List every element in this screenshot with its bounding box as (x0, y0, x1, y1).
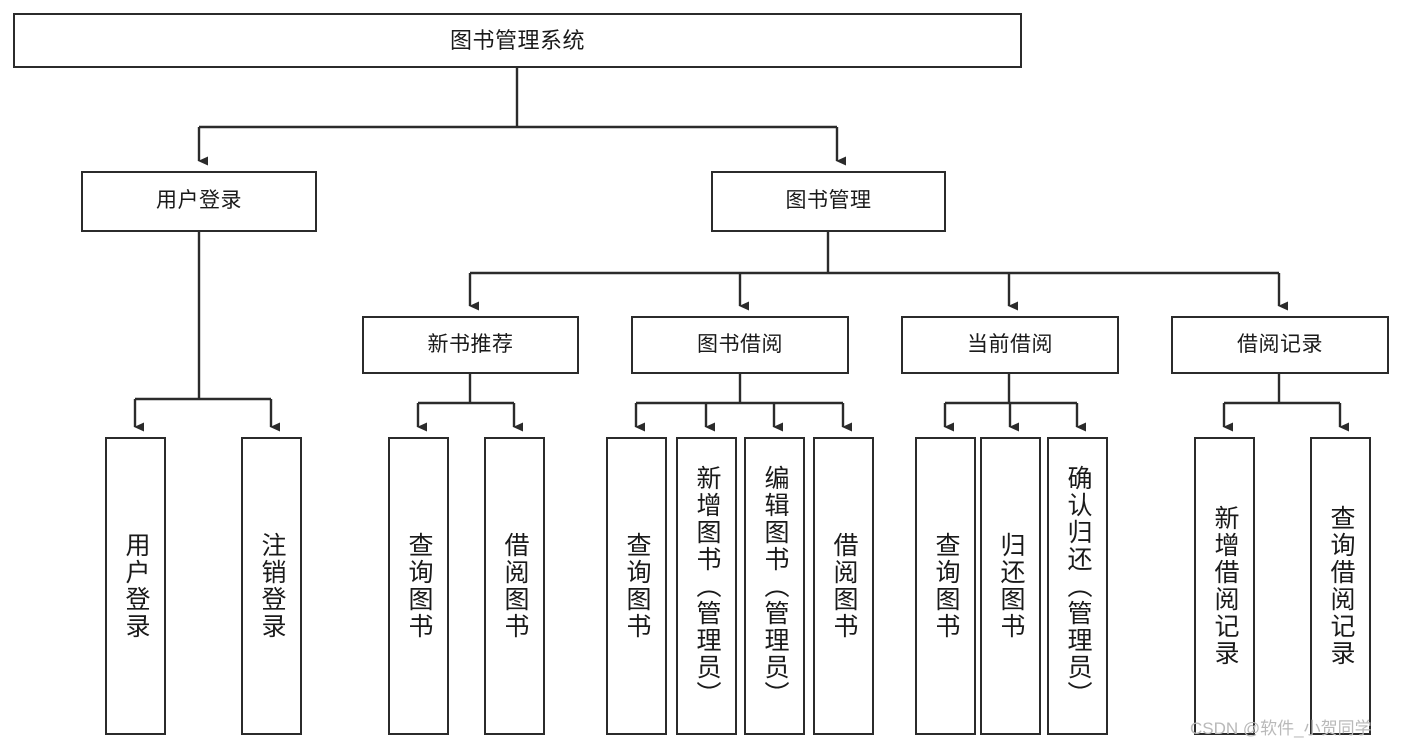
node-leaf-query-book-3-label: 查询图书 (932, 532, 960, 640)
node-leaf-borrow-book-2[interactable]: 借阅图书 (813, 437, 874, 735)
node-leaf-return-book-label: 归还图书 (997, 532, 1025, 640)
node-borrow-record-label: 借阅记录 (1237, 332, 1323, 356)
node-current-borrow-label: 当前借阅 (967, 332, 1053, 356)
node-book-borrow[interactable]: 图书借阅 (631, 316, 849, 374)
node-book-borrow-label: 图书借阅 (697, 332, 783, 356)
node-leaf-borrow-book-2-label: 借阅图书 (830, 532, 858, 640)
node-root-system-label: 图书管理系统 (449, 27, 585, 53)
node-leaf-query-book-2-label: 查询图书 (623, 532, 651, 640)
node-leaf-add-book[interactable]: 新增图书（管理员） (676, 437, 737, 735)
node-leaf-confirm-return[interactable]: 确认归还（管理员） (1047, 437, 1108, 735)
node-root-system[interactable]: 图书管理系统 (13, 13, 1022, 68)
node-leaf-add-book-label: 新增图书（管理员） (693, 464, 721, 708)
node-leaf-user-login[interactable]: 用户登录 (105, 437, 166, 735)
node-borrow-record[interactable]: 借阅记录 (1171, 316, 1389, 374)
node-leaf-query-record[interactable]: 查询借阅记录 (1310, 437, 1371, 735)
node-user-login-label: 用户登录 (156, 189, 242, 213)
node-leaf-query-book-1-label: 查询图书 (405, 532, 433, 640)
node-leaf-return-book[interactable]: 归还图书 (980, 437, 1041, 735)
node-leaf-logout[interactable]: 注销登录 (241, 437, 302, 735)
node-leaf-add-record-label: 新增借阅记录 (1211, 505, 1239, 667)
csdn-watermark: CSDN @软件_小贺同学 (1190, 719, 1372, 738)
node-leaf-user-login-label: 用户登录 (122, 532, 150, 640)
node-leaf-borrow-book-1[interactable]: 借阅图书 (484, 437, 545, 735)
node-leaf-query-book-1[interactable]: 查询图书 (388, 437, 449, 735)
node-current-borrow[interactable]: 当前借阅 (901, 316, 1119, 374)
node-book-manage[interactable]: 图书管理 (711, 171, 946, 232)
node-leaf-query-book-2[interactable]: 查询图书 (606, 437, 667, 735)
node-new-book-recommend[interactable]: 新书推荐 (362, 316, 579, 374)
node-leaf-query-record-label: 查询借阅记录 (1327, 505, 1355, 667)
node-leaf-borrow-book-1-label: 借阅图书 (501, 532, 529, 640)
node-leaf-confirm-return-label: 确认归还（管理员） (1064, 464, 1092, 708)
node-book-manage-label: 图书管理 (785, 189, 872, 213)
node-user-login[interactable]: 用户登录 (81, 171, 317, 232)
node-leaf-add-record[interactable]: 新增借阅记录 (1194, 437, 1255, 735)
node-leaf-query-book-3[interactable]: 查询图书 (915, 437, 976, 735)
node-leaf-edit-book-label: 编辑图书（管理员） (761, 464, 789, 708)
node-leaf-logout-label: 注销登录 (258, 532, 286, 640)
node-new-book-recommend-label: 新书推荐 (427, 332, 514, 356)
node-leaf-edit-book[interactable]: 编辑图书（管理员） (744, 437, 805, 735)
